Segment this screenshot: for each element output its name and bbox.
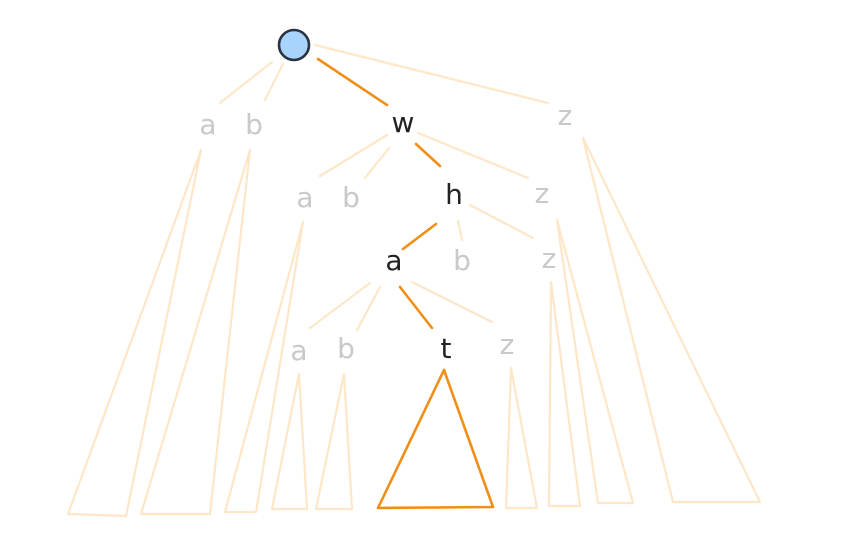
edge-a-b (355, 285, 382, 332)
subtree-a-b (314, 372, 354, 511)
active-path (316, 57, 495, 510)
node-label-w-b: b (342, 181, 360, 214)
node-label-h-z: z (542, 242, 557, 275)
edge-a-a (308, 281, 372, 330)
node-label-h: h (445, 178, 463, 211)
subtree-a-z (504, 366, 539, 510)
node-label-z: z (558, 99, 573, 132)
edge-root-w (316, 57, 389, 107)
edge-h-b (456, 219, 464, 242)
edge-h-a (401, 222, 438, 251)
edge-root-b (263, 62, 285, 102)
edge-w-a (318, 133, 389, 178)
node-label-h-b: b (453, 244, 471, 277)
node-label-w: w (392, 106, 415, 139)
node-label-w-z: z (535, 177, 550, 210)
node-label-b: b (245, 108, 263, 141)
subtree-w-z (555, 218, 635, 505)
subtree-b (139, 148, 252, 516)
node-label-a-b: b (337, 332, 355, 365)
edge-h-z (468, 203, 535, 240)
faded-edges (218, 43, 550, 332)
edge-a-t (398, 285, 434, 330)
node-label-a: a (199, 108, 216, 141)
subtree-a-a (270, 372, 309, 511)
edge-root-a (218, 60, 274, 105)
subtree-h-z (547, 280, 582, 508)
faded-subtrees (66, 136, 762, 518)
edge-w-z (416, 131, 530, 180)
node-label-a-z: z (500, 328, 515, 361)
node-label-a-active: a (385, 244, 402, 277)
node-label-t: t (441, 332, 452, 365)
edge-root-z (313, 43, 550, 105)
edge-a-z (410, 280, 494, 324)
edge-w-h (414, 142, 442, 168)
node-label-w-a: a (296, 181, 313, 214)
root-node (277, 28, 311, 62)
subtree-z (581, 136, 762, 504)
edge-w-b (363, 146, 391, 180)
node-label-a-a: a (290, 334, 307, 367)
subtree-w-a (223, 220, 305, 514)
subtree-t (376, 368, 495, 510)
subtree-a (66, 148, 203, 518)
